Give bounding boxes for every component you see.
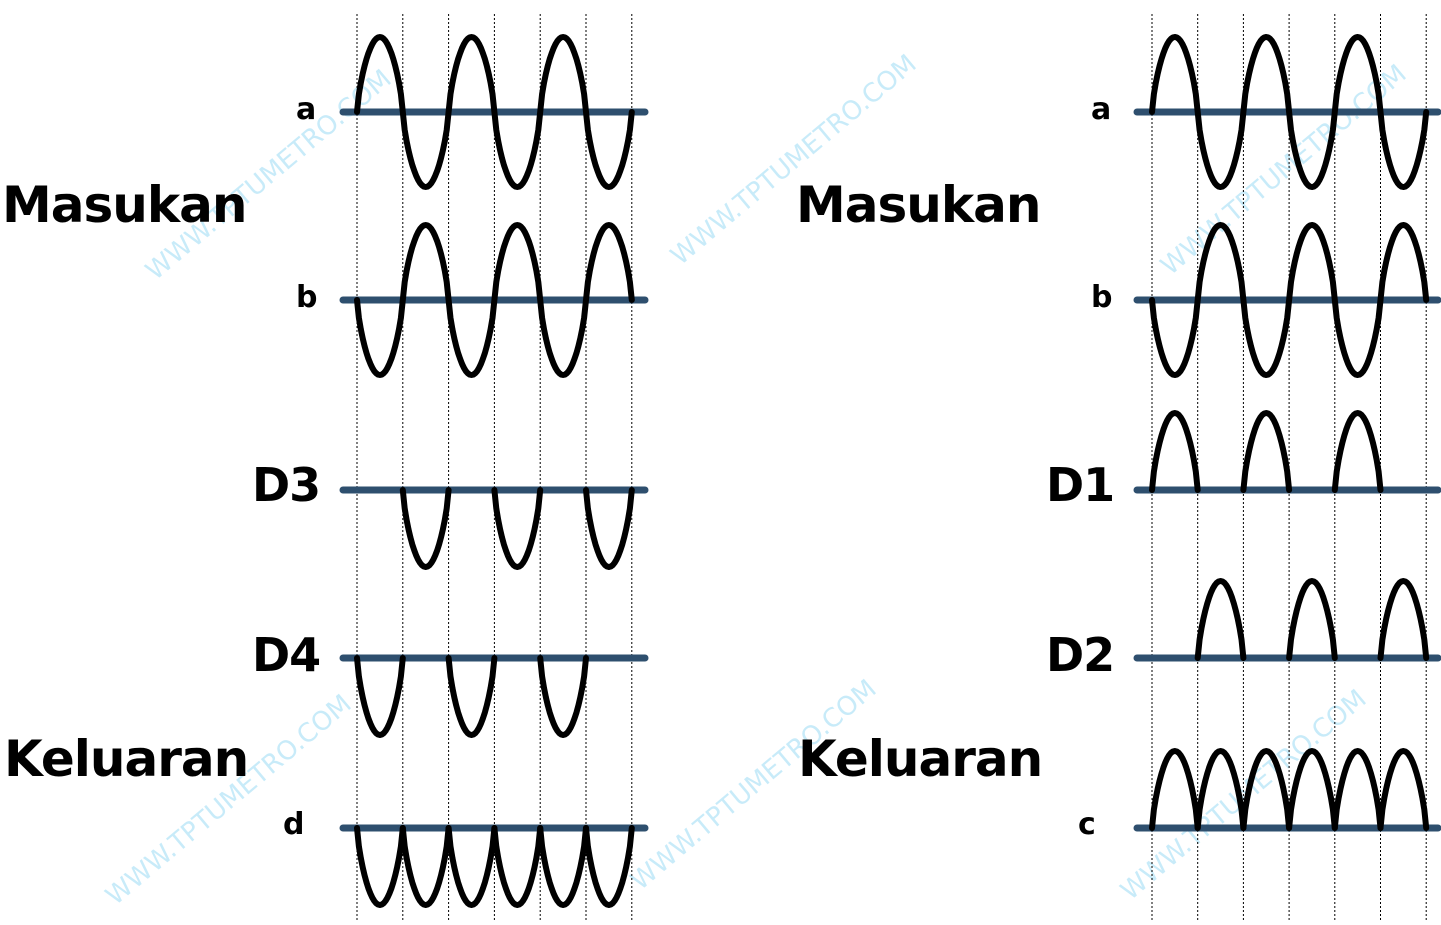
right-signal-label-d2: D2 xyxy=(1046,628,1115,682)
waveform-c-lobe-1 xyxy=(1149,748,1201,831)
waveform-D2-lobe-1 xyxy=(1194,578,1247,661)
waveform-D1-lobe-2 xyxy=(1240,410,1293,493)
waveform-c-lobe-5 xyxy=(1331,748,1384,831)
right-signal-label-a: a xyxy=(1091,92,1112,127)
left-signal-label-b: b xyxy=(296,280,318,315)
left-signal-label-a: a xyxy=(296,92,317,127)
waveform-D4-lobe-2 xyxy=(445,655,498,738)
waveform-D1-lobe-3 xyxy=(1331,410,1384,493)
waveform-a xyxy=(1149,34,1430,190)
right-input-label: Masukan xyxy=(796,176,1041,234)
waveform-D3-lobe-1 xyxy=(399,487,452,570)
right-signal-label-c: c xyxy=(1078,807,1096,842)
waveform-d-lobe-4 xyxy=(491,825,544,908)
left-signal-label-d: d xyxy=(283,807,305,842)
left-input-label: Masukan xyxy=(2,176,247,234)
waveform-a xyxy=(354,34,635,190)
waveform-D3-lobe-3 xyxy=(583,487,635,570)
left-signal-label-d3: D3 xyxy=(252,458,321,512)
waveform-c-lobe-3 xyxy=(1240,748,1293,831)
waveform-b xyxy=(1149,222,1430,378)
right-output-label: Keluaran xyxy=(798,730,1043,788)
waveform-d-lobe-6 xyxy=(583,825,635,908)
right-signal-label-d1: D1 xyxy=(1046,458,1115,512)
waveform-D4-lobe-3 xyxy=(537,655,589,738)
waveform-b xyxy=(354,222,635,378)
left-output-label: Keluaran xyxy=(4,730,249,788)
waveform-D3-lobe-2 xyxy=(491,487,544,570)
waveform-D2-lobe-2 xyxy=(1286,578,1338,661)
waveform-d-lobe-1 xyxy=(354,825,406,908)
waveform-D4-lobe-1 xyxy=(354,655,406,738)
waveform-D1-lobe-1 xyxy=(1149,410,1201,493)
right-signal-label-b: b xyxy=(1091,280,1113,315)
waveform-c-lobe-4 xyxy=(1286,748,1338,831)
left-signal-label-d4: D4 xyxy=(252,628,321,682)
waveform-c-lobe-2 xyxy=(1194,748,1247,831)
waveform-d-lobe-2 xyxy=(399,825,452,908)
waveform-D2-lobe-3 xyxy=(1377,578,1430,661)
waveform-c-lobe-6 xyxy=(1377,748,1430,831)
waveform-d-lobe-3 xyxy=(445,825,498,908)
waveform-d-lobe-5 xyxy=(537,825,589,908)
